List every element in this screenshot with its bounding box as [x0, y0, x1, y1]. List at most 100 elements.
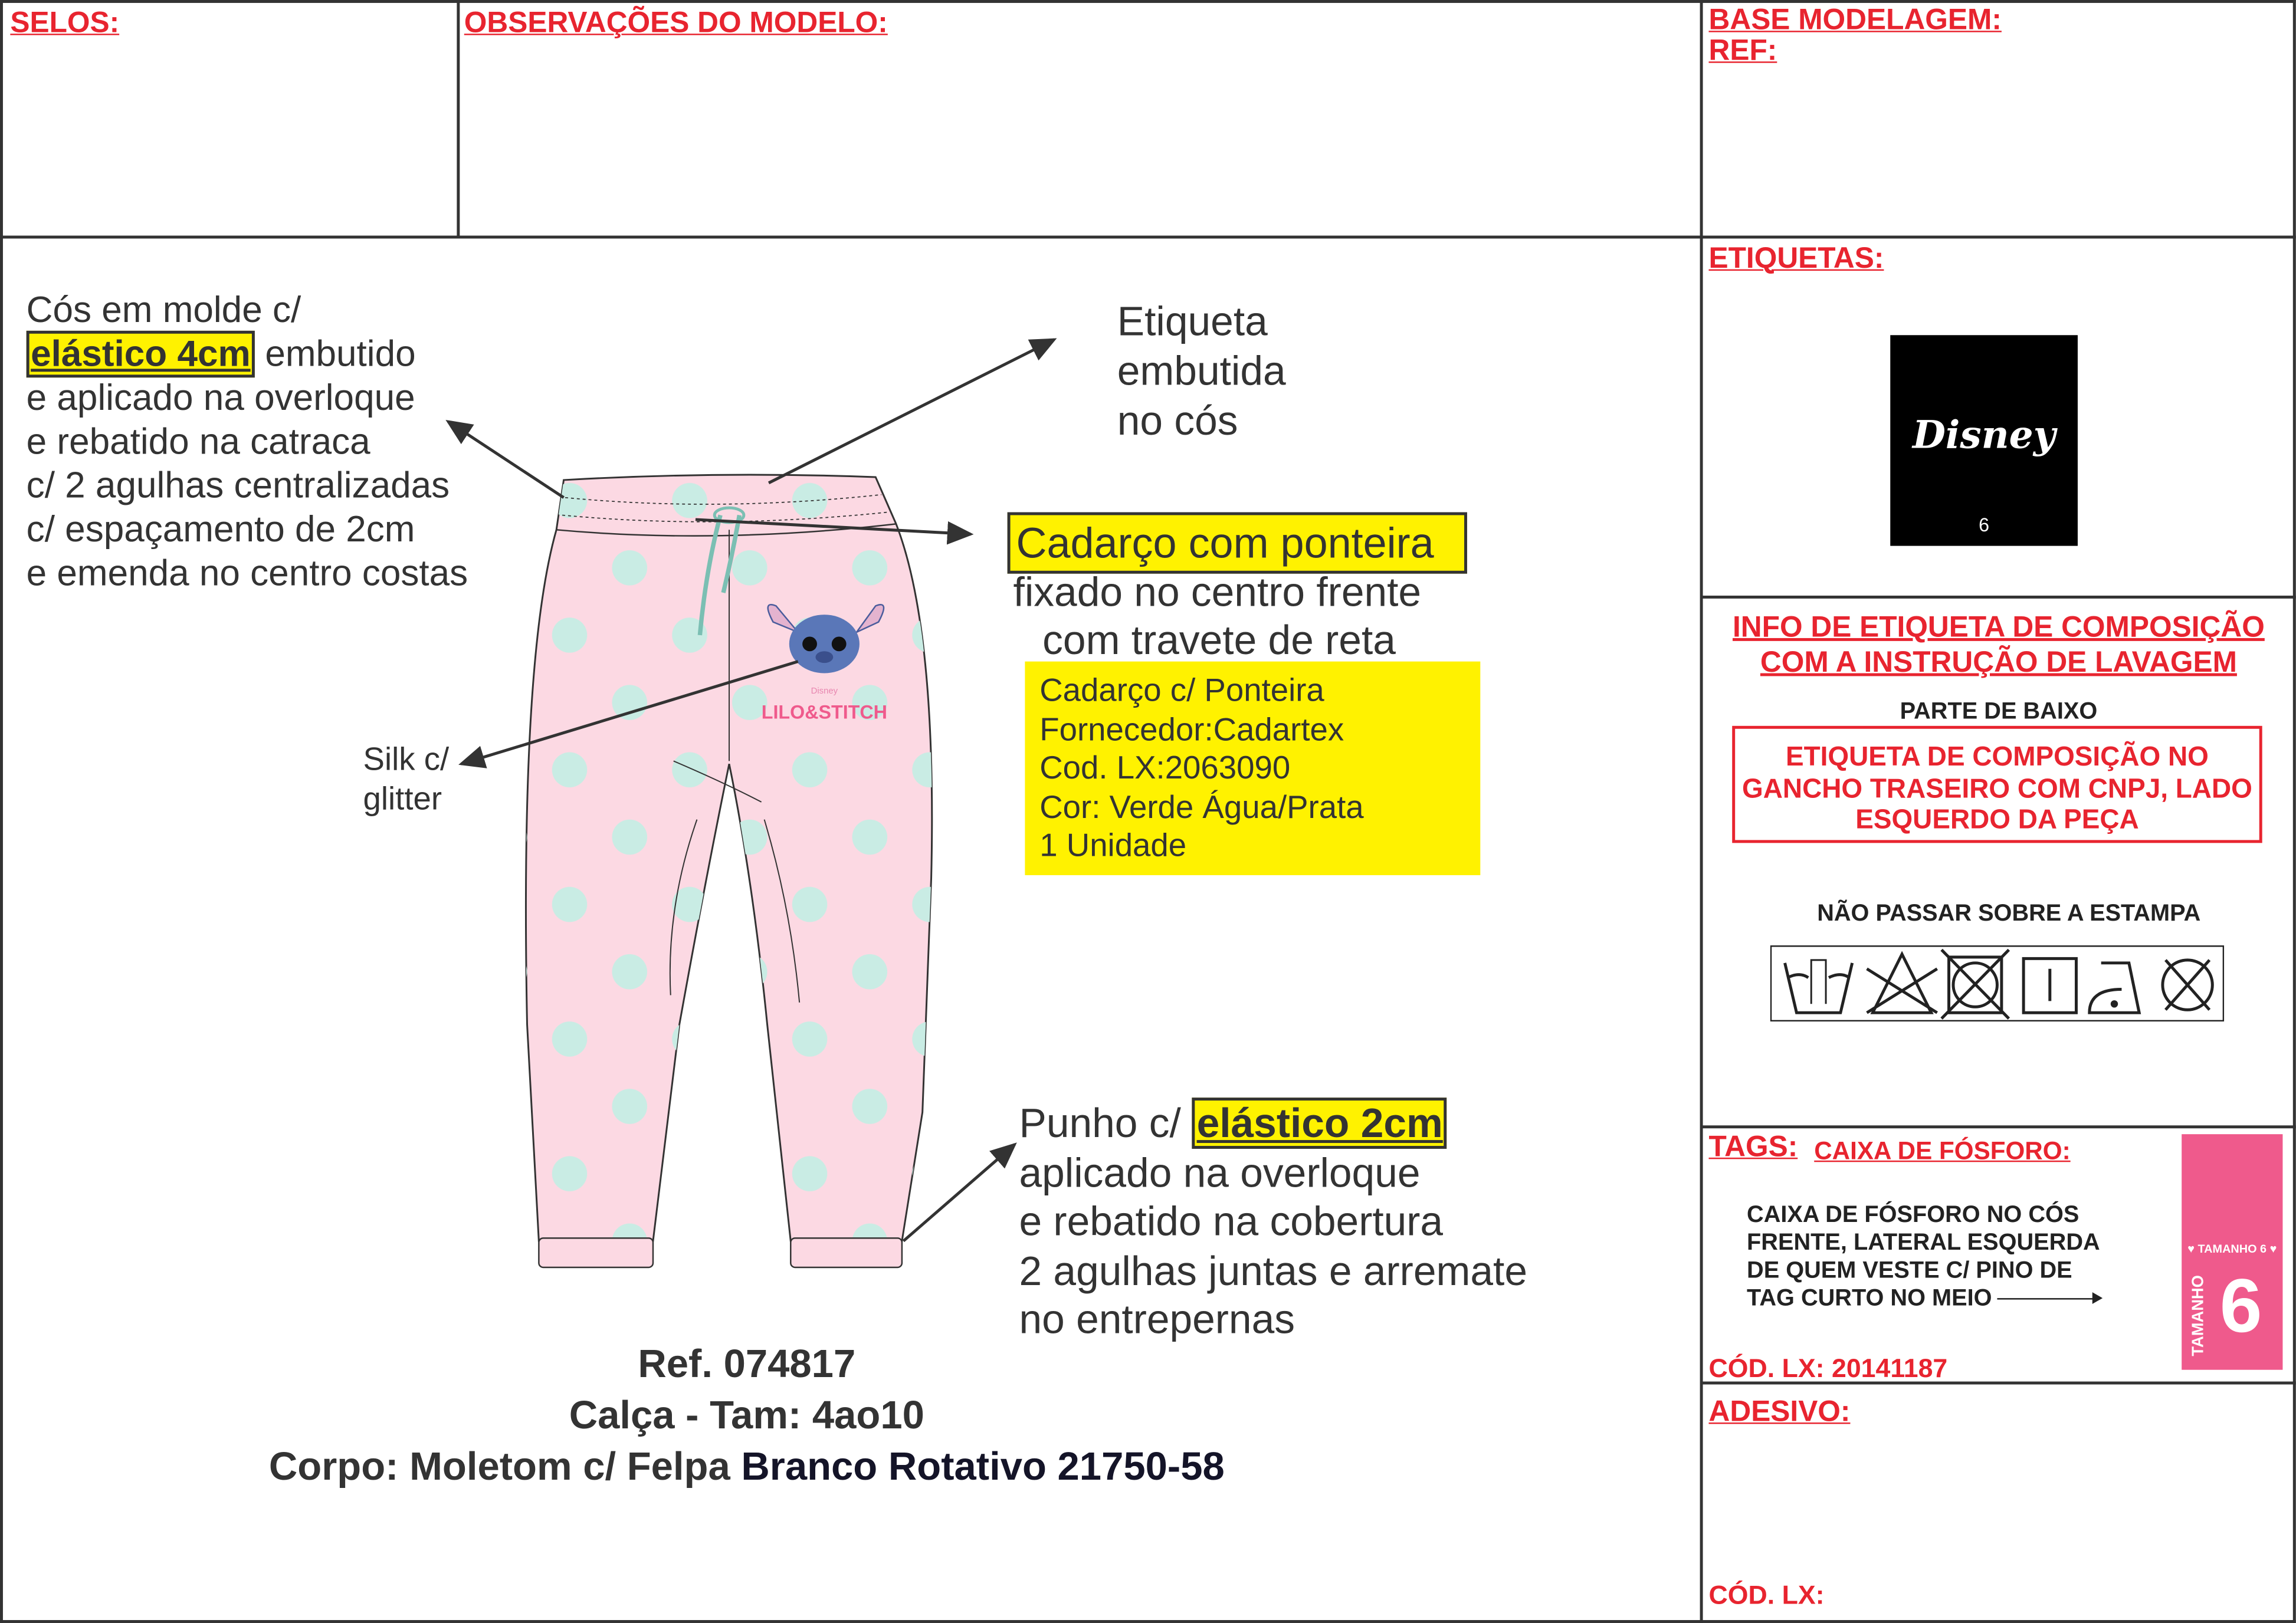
cos-line: c/ 2 agulhas centralizadas [26, 465, 450, 507]
border-top [0, 0, 2296, 3]
divider-right-column [1700, 0, 1703, 1623]
base-modelagem-label: BASE MODELAGEM: [1708, 4, 2002, 37]
tags-line: FRENTE, LATERAL ESQUERDA [1747, 1230, 2100, 1256]
border-left [0, 0, 3, 1623]
cos-note: Cós em molde c/ elástico 4cm embutido e … [26, 288, 468, 596]
etiqueta-line: no cós [1117, 397, 1238, 443]
print-logo: LILO&STITCH [762, 701, 887, 722]
stitch-print: Disney LILO&STITCH [762, 604, 887, 722]
divider-selos [457, 0, 460, 238]
label-size: 6 [1979, 514, 1990, 536]
punho-elastic-highlight: elástico 2cm [1192, 1098, 1448, 1149]
body-prefix: Corpo: Moletom c/ Felpa [268, 1444, 742, 1489]
silk-line: glitter [363, 780, 442, 817]
callout-arrows [445, 338, 1057, 1243]
do-not-dry-clean-icon [2161, 958, 2214, 1011]
tags-line: DE QUEM VESTE C/ PINO DE [1747, 1259, 2072, 1284]
divider-composicao [1701, 1125, 2296, 1129]
tags-line: TAG CURTO NO MEIO [1747, 1285, 2104, 1313]
arrow-punho [902, 1142, 1017, 1243]
punho-line: e rebatido na cobertura [1019, 1198, 1444, 1244]
silk-line: Silk c/ [363, 740, 450, 777]
tags-line-text: TAG CURTO NO MEIO [1747, 1286, 1992, 1312]
divider-tags [1701, 1381, 2296, 1385]
arrow-cadarco [695, 518, 974, 545]
cadarco-line2: fixado no centro frente [1013, 569, 1422, 615]
divider-etiquetas [1701, 595, 2296, 599]
detail-line: Cadarço c/ Ponteira [1039, 672, 1324, 709]
punho-prefix: Punho c/ [1019, 1100, 1193, 1146]
cos-line: elástico 4cm embutido [26, 330, 468, 378]
do-not-bleach-icon [1866, 951, 1939, 1014]
divider-header [0, 235, 2296, 239]
etiqueta-line: embutida [1117, 348, 1286, 394]
cadarco-details-box: Cadarço c/ Ponteira Fornecedor:Cadartex … [1025, 661, 1481, 875]
tag-number: 6 [2219, 1264, 2262, 1349]
cos-line: Cós em molde c/ [26, 290, 301, 331]
do-not-tumble-dry-icon [1940, 948, 2010, 1020]
tags-code: CÓD. LX: 20141187 [1708, 1353, 1948, 1384]
product-ref: Ref. 074817 [638, 1342, 856, 1386]
iron-low-icon [2088, 961, 2141, 1014]
etiquetas-label: ETIQUETAS: [1708, 242, 1884, 275]
cadarco-line3: com travete de reta [1042, 617, 1396, 663]
etiqueta-line: Etiqueta [1117, 298, 1268, 344]
cos-line: e aplicado na overloque [26, 377, 415, 419]
size-tag: ♥ TAMANHO 6 ♥ TAMANHO 6 [2182, 1134, 2283, 1370]
composicao-title-line: COM A INSTRUÇÃO DE LAVAGEM [1760, 646, 2237, 679]
ref-label: REF: [1708, 35, 1777, 68]
detail-line: Fornecedor:Cadartex [1039, 710, 1344, 747]
punho-note: Punho c/ elástico 2cm aplicado na overlo… [1019, 1098, 1527, 1345]
detail-line: 1 Unidade [1039, 827, 1187, 864]
arrow-right-icon [1997, 1292, 2104, 1305]
tags-line: CAIXA DE FÓSFORO NO CÓS [1747, 1203, 2079, 1228]
cos-line: e emenda no centro costas [26, 553, 468, 594]
print-brand: Disney [811, 686, 838, 696]
box-line: GANCHO TRASEIRO COM CNPJ, LADO [1742, 771, 2252, 803]
adesivo-label: ADESIVO: [1708, 1396, 1851, 1428]
care-symbols [1770, 945, 2225, 1022]
line-dry-icon [2022, 957, 2078, 1014]
border-right [2292, 0, 2296, 1623]
arrow-silk [458, 660, 799, 768]
punho-line: no entrepernas [1019, 1296, 1295, 1342]
pants: Disney LILO&STITCH [524, 474, 933, 1269]
disney-logo: Disney [1912, 414, 2056, 458]
box-line: ETIQUETA DE COMPOSIÇÃO NO [1785, 740, 2209, 771]
box-line: ESQUERDO DA PEÇA [1855, 803, 2139, 835]
warning-text: NÃO PASSAR SOBRE A ESTAMPA [1817, 901, 2201, 927]
composicao-title-line: INFO DE ETIQUETA DE COMPOSIÇÃO [1732, 612, 2265, 644]
product-name: Calça - Tam: 4ao10 [569, 1393, 924, 1437]
arrow-etiqueta [767, 338, 1057, 485]
composicao-title: INFO DE ETIQUETA DE COMPOSIÇÃO COM A INS… [1701, 610, 2296, 681]
etiqueta-note: Etiqueta embutida no cós [1117, 297, 1286, 446]
composicao-box: ETIQUETA DE COMPOSIÇÃO NO GANCHO TRASEIR… [1732, 725, 2262, 843]
tags-label: TAGS: [1708, 1131, 1798, 1164]
disney-label: Disney 6 [1890, 335, 2078, 546]
observacoes-label: OBSERVAÇÕES DO MODELO: [464, 7, 888, 40]
caixa-fosforo-label: CAIXA DE FÓSFORO: [1814, 1137, 2071, 1165]
detail-line: Cor: Verde Água/Prata [1039, 788, 1364, 825]
punho-line: aplicado na overloque [1019, 1149, 1421, 1195]
body-fabric: Branco Rotativo 21750-58 [741, 1444, 1225, 1489]
cos-line: c/ espaçamento de 2cm [26, 509, 415, 551]
cos-line-rest: embutido [255, 333, 416, 375]
adesivo-code: CÓD. LX: [1708, 1581, 1825, 1610]
cadarco-title: Cadarço com ponteira [1007, 512, 1467, 574]
tags-description: CAIXA DE FÓSFORO NO CÓS FRENTE, LATERAL … [1747, 1201, 2104, 1313]
hand-wash-icon [1783, 959, 1854, 1014]
tag-top-text: ♥ TAMANHO 6 ♥ [2187, 1242, 2277, 1256]
cos-elastic-highlight: elástico 4cm [26, 330, 255, 378]
selos-label: SELOS: [10, 7, 120, 40]
cos-line: e rebatido na catraca [26, 421, 370, 463]
product-info: Ref. 074817 Calça - Tam: 4ao10 Corpo: Mo… [0, 1339, 1494, 1493]
border-bottom [0, 1620, 2296, 1623]
arrow-cos [445, 419, 565, 499]
parte-de-baixo: PARTE DE BAIXO [1900, 699, 2098, 725]
punho-line: 2 agulhas juntas e arremate [1019, 1247, 1527, 1293]
detail-line: Cod. LX:2063090 [1039, 749, 1291, 786]
silk-note: Silk c/ glitter [363, 739, 450, 818]
punho-line: Punho c/ elástico 2cm [1019, 1098, 1527, 1149]
